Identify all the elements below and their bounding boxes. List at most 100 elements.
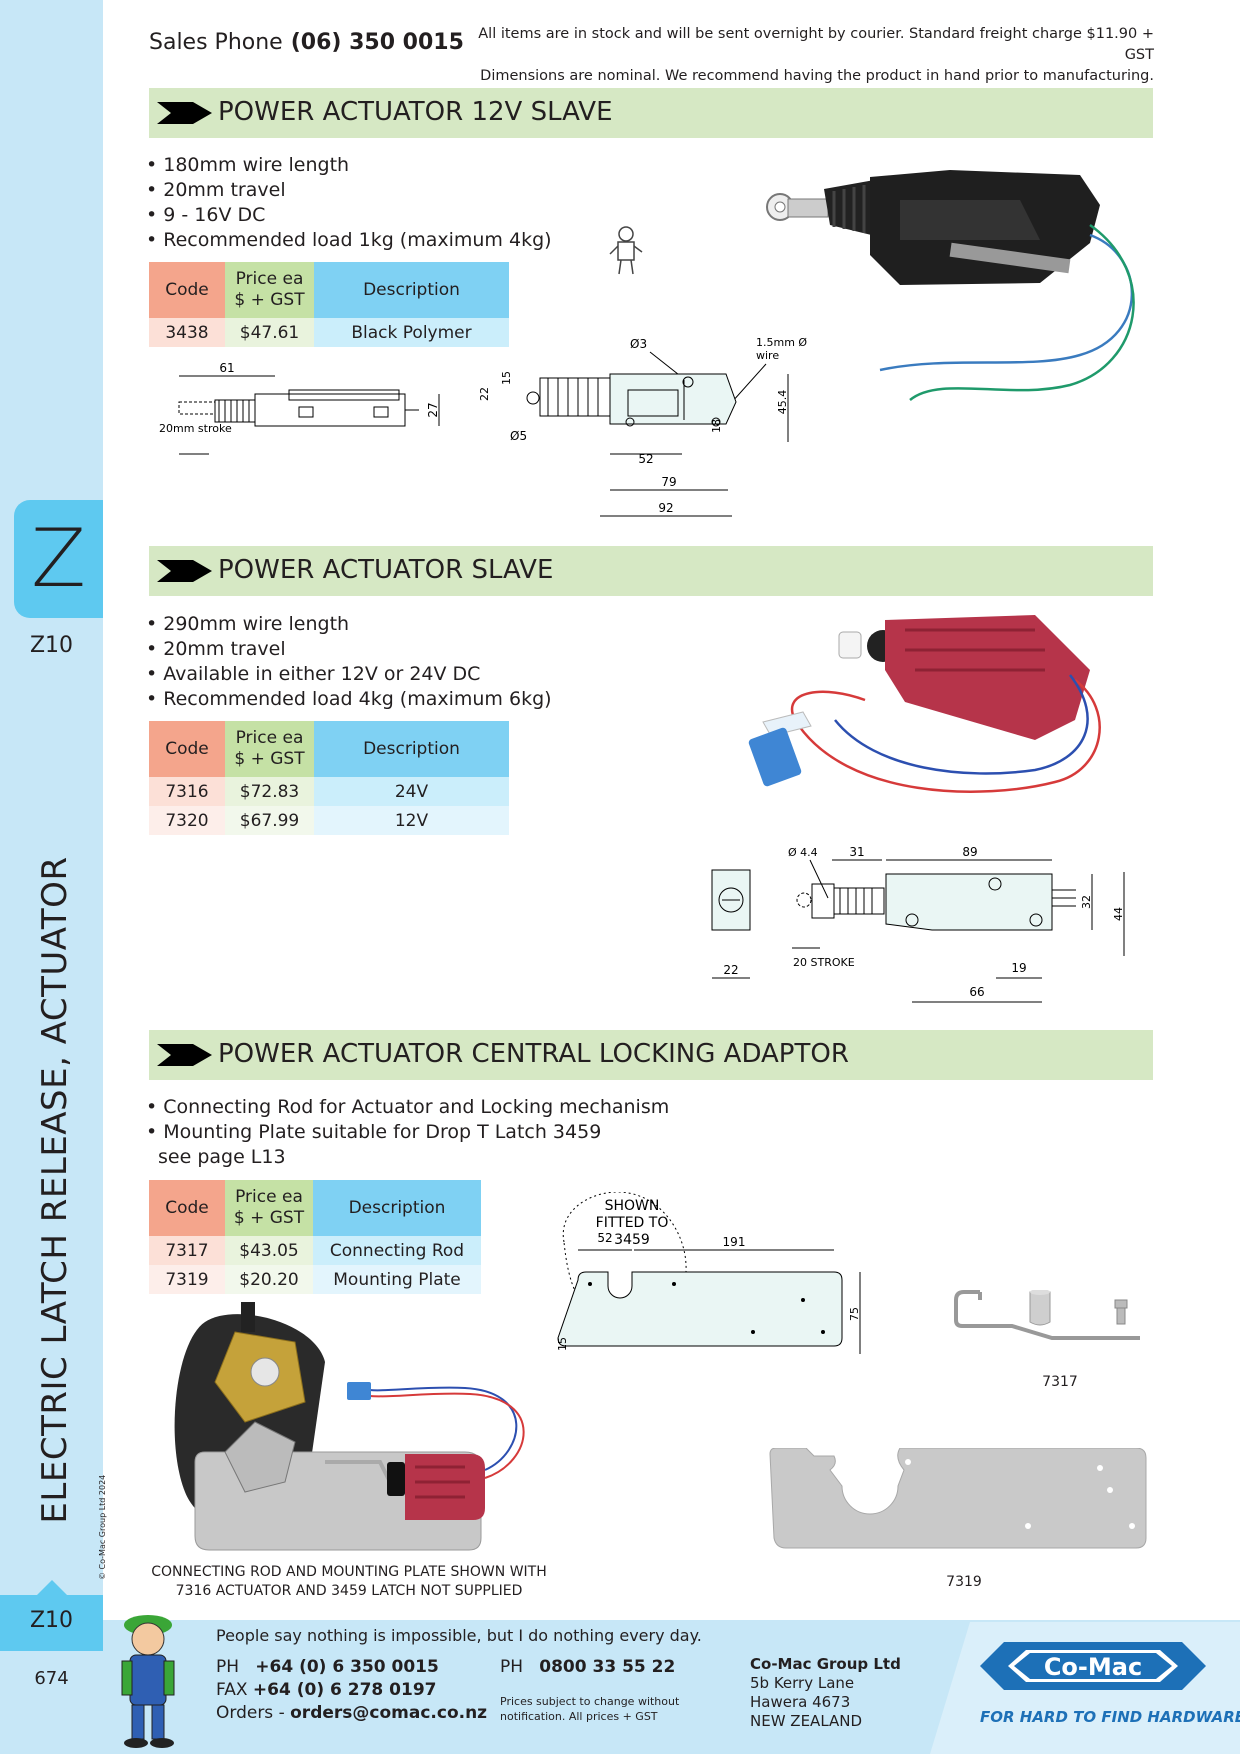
- bottom-section-code: Z10: [29, 1608, 74, 1633]
- drawing-front-view: Ø3 1.5mm Ø wire Ø5 22 15 18 45.4 52 79 9…: [478, 336, 807, 517]
- description-header: Description: [314, 262, 509, 318]
- description-cell: 24V: [314, 777, 509, 806]
- stock-notice: All items are in stock and will be sent …: [454, 24, 1154, 87]
- svg-text:31: 31: [849, 845, 864, 859]
- svg-text:61: 61: [219, 362, 234, 375]
- footer-quote: People say nothing is impossible, but I …: [216, 1626, 702, 1645]
- section-header-adaptor: POWER ACTUATOR CENTRAL LOCKING ADAPTOR: [149, 1030, 1153, 1080]
- code-header: Code: [149, 1180, 225, 1236]
- sidebar: [0, 0, 103, 1754]
- logo-tagline: FOR HARD TO FIND HARDWARE: [980, 1708, 1240, 1726]
- price-cell: $47.61: [225, 318, 314, 347]
- table-row[interactable]: 7316 $72.83 24V: [149, 777, 509, 806]
- code-header: Code: [149, 721, 225, 777]
- list-item: • 9 - 16V DC: [146, 204, 266, 226]
- list-item: • Recommended load 1kg (maximum 4kg): [146, 229, 552, 251]
- svg-text:18: 18: [710, 419, 723, 433]
- section-header-12v-slave: POWER ACTUATOR 12V SLAVE: [149, 88, 1153, 138]
- price-cell: $67.99: [225, 806, 314, 835]
- footer-fax: FAX +64 (0) 6 278 0197: [216, 1680, 437, 1700]
- svg-text:75: 75: [848, 1307, 861, 1321]
- svg-text:SHOWN: SHOWN: [605, 1198, 660, 1214]
- arrow-icon: [157, 102, 212, 124]
- svg-text:22: 22: [723, 963, 738, 977]
- comac-logo: Co-Mac: [980, 1642, 1206, 1690]
- orders-email-link[interactable]: orders@comac.co.nz: [290, 1703, 488, 1723]
- table-row[interactable]: 3438 $47.61 Black Polymer: [149, 318, 509, 347]
- mascot-icon: [121, 1615, 175, 1748]
- sales-number[interactable]: (06) 350 0015: [290, 30, 464, 55]
- price-table: Code Price ea$ + GST Description 7317 $4…: [149, 1180, 481, 1294]
- svg-text:FITTED TO: FITTED TO: [596, 1215, 669, 1231]
- svg-text:52: 52: [597, 1231, 612, 1245]
- list-item: • 180mm wire length: [146, 154, 350, 176]
- drawing-slave-actuator: 22 Ø 4.4 31 89 32 44 20 STROKE 19 66: [711, 845, 1125, 1003]
- product-photo-mounting-plate: [769, 1448, 1147, 1549]
- product-photo-assembly: [174, 1302, 525, 1551]
- section-code: Z10: [29, 633, 74, 658]
- arrow-icon: [157, 560, 212, 582]
- section-title: POWER ACTUATOR CENTRAL LOCKING ADAPTOR: [218, 1039, 849, 1069]
- description-header: Description: [314, 721, 509, 777]
- drawing-side-view: 61 27 20mm stroke: [159, 362, 440, 455]
- bottom-tab: [0, 1595, 103, 1651]
- plate-label: 7319: [946, 1574, 982, 1590]
- fax-number[interactable]: +64 (0) 6 278 0197: [252, 1680, 437, 1700]
- svg-text:20 STROKE: 20 STROKE: [793, 956, 855, 969]
- phone-number[interactable]: +64 (0) 6 350 0015: [255, 1657, 439, 1677]
- sales-label: Sales Phone: [149, 30, 283, 55]
- assembly-caption: CONNECTING ROD AND MOUNTING PLATE SHOWN …: [151, 1564, 547, 1599]
- list-item: • 20mm travel: [146, 638, 286, 660]
- price-note: Prices subject to change without notific…: [500, 1695, 680, 1723]
- price-cell: $72.83: [225, 777, 314, 806]
- svg-text:52: 52: [638, 452, 653, 466]
- table-row[interactable]: 7320 $67.99 12V: [149, 806, 509, 835]
- section-tab: [14, 500, 103, 618]
- list-item: • Connecting Rod for Actuator and Lockin…: [146, 1096, 670, 1118]
- price-header: Price ea$ + GST: [225, 721, 314, 777]
- svg-text:Ø3: Ø3: [630, 337, 647, 351]
- svg-text:45.4: 45.4: [776, 390, 789, 415]
- table-row[interactable]: 7319 $20.20 Mounting Plate: [149, 1265, 481, 1294]
- price-cell: $20.20: [225, 1265, 313, 1294]
- footer-orders: Orders - orders@comac.co.nz: [216, 1703, 488, 1723]
- section-title: POWER ACTUATOR SLAVE: [218, 555, 554, 585]
- svg-text:22: 22: [478, 387, 491, 401]
- svg-text:92: 92: [658, 501, 673, 515]
- feature-list: • 290mm wire length • 20mm travel • Avai…: [146, 612, 552, 712]
- section-letter: Z: [31, 512, 86, 605]
- section-title: POWER ACTUATOR 12V SLAVE: [218, 97, 613, 127]
- list-item: see page L13: [158, 1146, 286, 1168]
- list-item: • Recommended load 4kg (maximum 6kg): [146, 688, 552, 710]
- code-cell: 3438: [149, 318, 225, 347]
- copyright: © Co-Mac Group Ltd 2024: [98, 1474, 107, 1580]
- code-header: Code: [149, 262, 225, 318]
- svg-text:32: 32: [1080, 895, 1093, 909]
- svg-text:Ø 4.4: Ø 4.4: [788, 846, 818, 859]
- rod-label: 7317: [1042, 1374, 1078, 1390]
- code-cell: 7316: [149, 777, 225, 806]
- footer-freephone: PH 0800 33 55 22: [500, 1657, 676, 1677]
- freephone-number[interactable]: 0800 33 55 22: [539, 1657, 676, 1677]
- sales-phone: Sales Phone (06) 350 0015: [149, 30, 464, 55]
- product-photo-black-actuator: [766, 170, 1135, 401]
- vertical-section-title: ELECTRIC LATCH RELEASE, ACTUATOR: [35, 856, 75, 1524]
- drawing-mounting-plate: SHOWN FITTED TO 3459 52 191 75 15: [556, 1192, 861, 1354]
- table-row[interactable]: 7317 $43.05 Connecting Rod: [149, 1236, 481, 1265]
- svg-text:15: 15: [556, 1337, 569, 1351]
- notice-line-2: Dimensions are nominal. We recommend hav…: [480, 68, 1154, 84]
- price-table: Code Price ea$ + GST Description 3438 $4…: [149, 262, 509, 347]
- svg-text:Ø5: Ø5: [510, 429, 527, 443]
- code-cell: 7320: [149, 806, 225, 835]
- price-cell: $43.05: [225, 1236, 313, 1265]
- description-header: Description: [313, 1180, 481, 1236]
- product-photo-red-actuator: [748, 615, 1101, 793]
- list-item: • Available in either 12V or 24V DC: [146, 663, 481, 685]
- company-address: Co-Mac Group Ltd 5b Kerry Lane Hawera 46…: [750, 1655, 901, 1730]
- code-cell: 7317: [149, 1236, 225, 1265]
- description-cell: Connecting Rod: [313, 1236, 481, 1265]
- product-photo-connecting-rod: [954, 1290, 1140, 1340]
- svg-text:66: 66: [969, 985, 984, 999]
- page-number: 674: [34, 1668, 69, 1689]
- svg-text:79: 79: [661, 475, 676, 489]
